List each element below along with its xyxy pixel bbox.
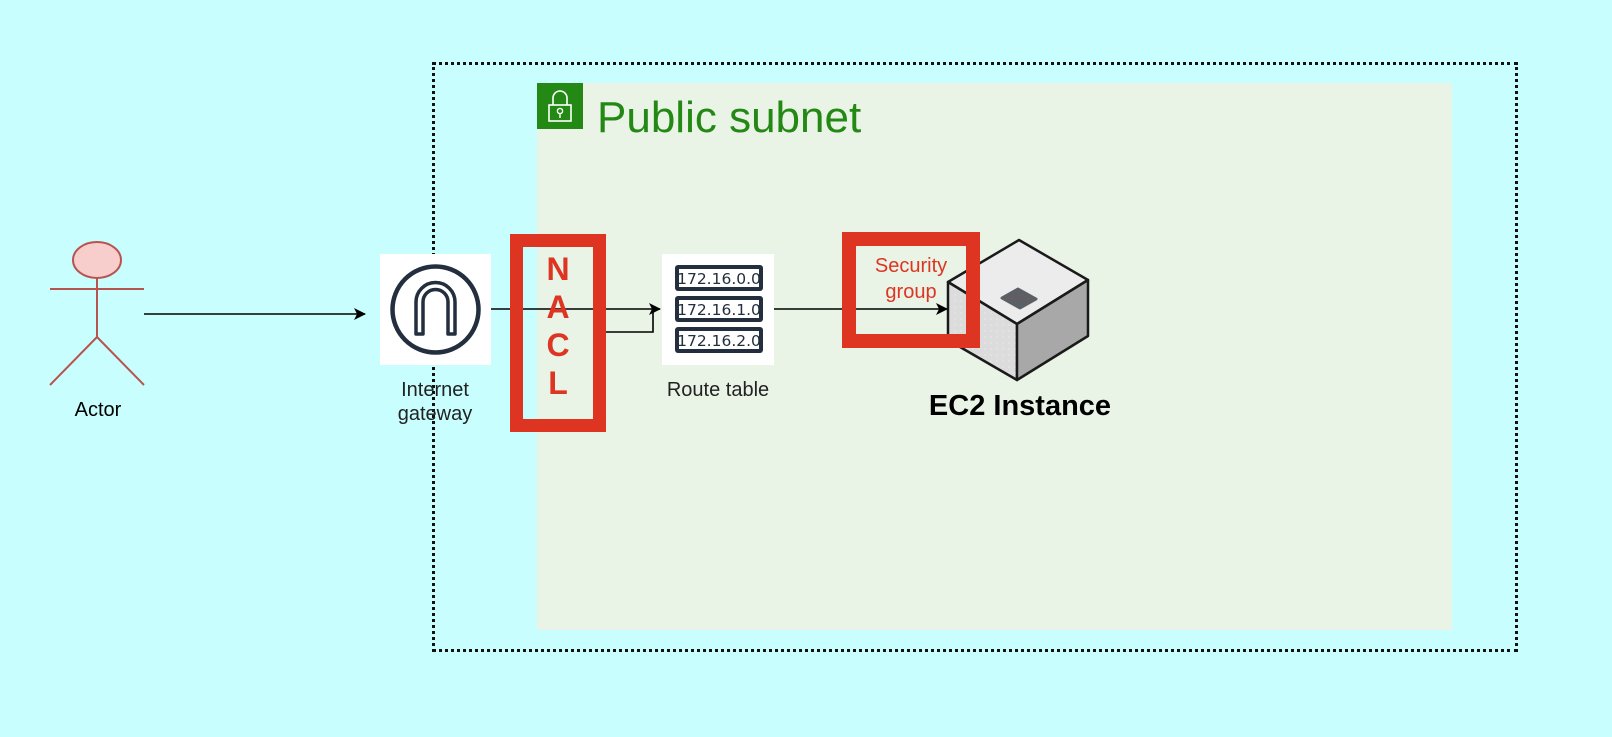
nacl-letter: N — [546, 251, 570, 287]
route-table-node[interactable]: 172.16.0.0 172.16.1.0 172.16.2.0 — [662, 254, 774, 365]
ec2-instance-label: EC2 Instance — [928, 390, 1112, 422]
internet-gateway-label-line: Internet — [401, 379, 469, 401]
subnet-title: Public subnet — [597, 93, 862, 142]
nacl-letter: C — [546, 327, 570, 363]
ec2-cube-icon[interactable] — [940, 232, 1100, 388]
nacl-letter: A — [546, 289, 570, 325]
route-table-label: Route table — [666, 379, 770, 401]
route-entry-2: 172.16.1.0 — [677, 301, 761, 319]
stick-figure-icon[interactable] — [40, 238, 156, 390]
route-entry-3: 172.16.2.0 — [677, 332, 761, 350]
nacl-highlight-box[interactable] — [510, 234, 606, 432]
route-entry-1: 172.16.0.0 — [677, 270, 761, 288]
security-group-label-line1: Security — [874, 255, 948, 277]
internet-gateway-node[interactable] — [380, 254, 491, 365]
nacl-letter: L — [548, 365, 568, 401]
security-group-highlight-box[interactable] — [842, 232, 980, 348]
actor-label: Actor — [74, 399, 122, 421]
internet-gateway-icon — [390, 264, 481, 355]
internet-gateway-label-line: gateway — [397, 403, 473, 425]
nacl-label: N A C L — [510, 250, 606, 402]
security-group-label-line2: group — [885, 281, 937, 303]
route-table-icon: 172.16.0.0 172.16.1.0 172.16.2.0 — [675, 265, 763, 353]
lock-icon — [548, 90, 572, 122]
security-group-label: Security group — [856, 253, 966, 305]
subnet-lock-icon-tile — [537, 83, 583, 129]
